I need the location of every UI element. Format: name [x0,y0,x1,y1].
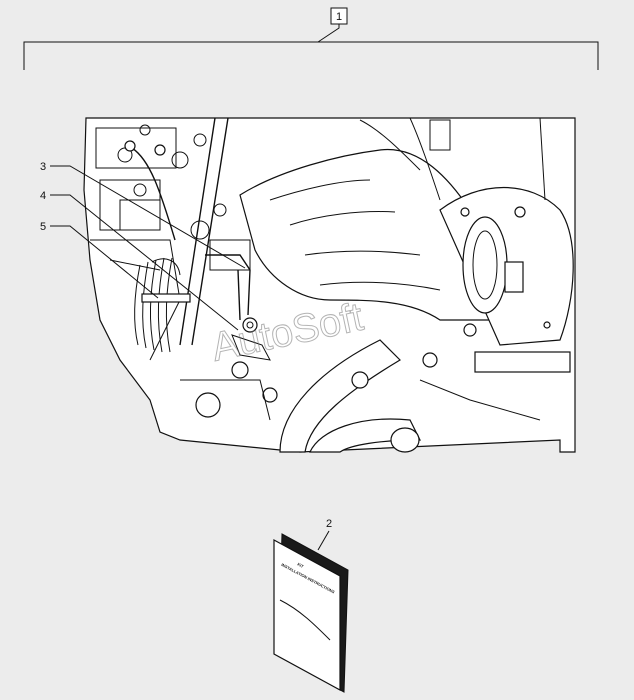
callout-5-leader [50,225,159,299]
callout-1-label: 1 [336,11,342,23]
installation-manual: 2 KIT INSTALLATION INSTRUCTIONS [273,518,349,693]
intake-hose [239,117,501,321]
callout-4-group: 4 [40,190,239,331]
manual-title: KIT [297,561,306,569]
manual-front-cover [273,538,341,692]
lower-pipes [180,323,541,453]
callout-5-label: 5 [40,221,46,233]
callout-2-label: 2 [326,518,332,530]
callout-1-group: 1 [23,7,599,70]
callout-3-label: 3 [40,161,46,173]
callout-4-leader [50,194,239,331]
callout-1-leader [317,24,340,43]
callout-2-leader [317,530,330,551]
callout-5-group: 5 [40,221,159,299]
wire-clip-top [154,144,166,156]
turbo-housing [429,117,574,346]
assembly-bracket [23,41,599,70]
engine-illustration: AutoSoft [83,117,576,453]
wire-harness-coil [134,257,191,353]
manual-glare [279,599,331,641]
callout-3-group: 3 [40,161,246,269]
wire-connector-top [124,140,136,152]
callout-3-leader [50,165,246,269]
callout-4-label: 4 [40,190,46,202]
mounting-strap [474,351,571,373]
sensor-nut [242,317,258,333]
support-rod [179,117,229,346]
cable-tie [141,293,191,303]
engine-block-left [90,124,251,361]
